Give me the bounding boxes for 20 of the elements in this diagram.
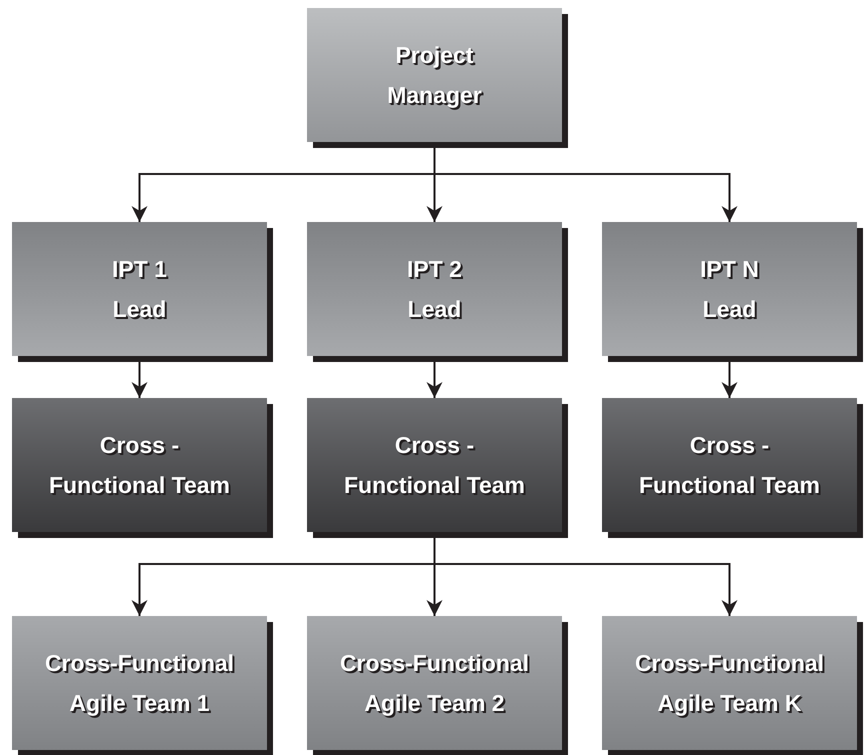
- box-label: IPT N Lead: [699, 255, 760, 324]
- box-label: Cross-Functional Agile Team 1: [44, 649, 236, 718]
- box-label: Cross - Functional Team: [342, 431, 526, 500]
- agile-team-box: [307, 616, 562, 750]
- lead-box: [12, 222, 267, 356]
- agile-team-box: [602, 616, 857, 750]
- team-box: [602, 398, 857, 532]
- box-label: Cross - Functional Team: [638, 431, 822, 500]
- box-label: Project Manager: [386, 41, 483, 110]
- lead-box: [307, 222, 562, 356]
- box-label: Cross - Functional Team: [48, 431, 232, 500]
- team-box: [12, 398, 267, 532]
- box-label: IPT 1 Lead: [111, 255, 168, 324]
- agile-team-box: [12, 616, 267, 750]
- team-box: [307, 398, 562, 532]
- box-label: Cross-Functional Agile Team 2: [338, 649, 530, 718]
- lead-box: [602, 222, 857, 356]
- box-label: Cross-Functional Agile Team K: [634, 649, 826, 718]
- manager-box: [307, 8, 562, 142]
- box-label: IPT 2 Lead: [406, 255, 463, 324]
